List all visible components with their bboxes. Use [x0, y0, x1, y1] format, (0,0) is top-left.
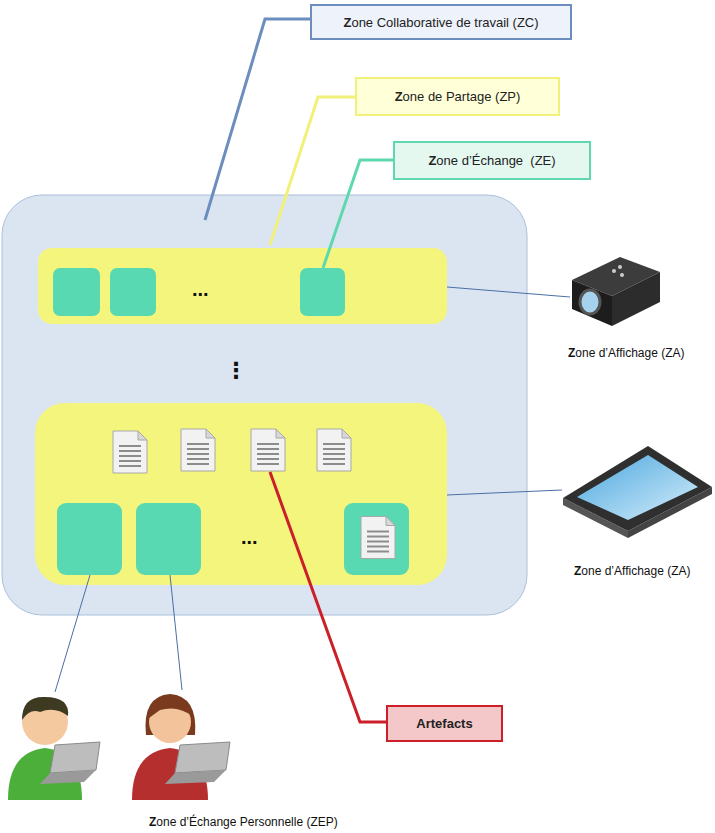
callout-text: Artefacts: [416, 716, 472, 731]
callout-box: Artefacts: [386, 705, 503, 742]
leader-line: [270, 472, 386, 722]
projector-button: [620, 273, 624, 277]
projector-icon: [612, 272, 660, 326]
laptop-icon: [175, 742, 230, 773]
ellipsis: ...: [192, 278, 209, 301]
laptop-icon: [40, 770, 96, 784]
exchange-zone: [136, 503, 201, 575]
callout-box: Zone de Partage (ZP): [355, 77, 560, 116]
exchange-zone: [110, 268, 156, 316]
display-zone-label: Zone d’Affichage (ZA): [568, 346, 685, 360]
document-icon: [251, 429, 285, 471]
display-link: [447, 490, 562, 495]
document-icon: [361, 517, 395, 559]
projector-button: [612, 269, 616, 273]
sharing-zone: [38, 248, 447, 324]
callout-text: Zone d’Échange (ZE): [428, 153, 555, 168]
tablet-screen: [577, 455, 698, 520]
callout-box: Zone Collaborative de travail (ZC): [310, 4, 572, 40]
document-icon: [113, 431, 147, 473]
laptop-icon: [50, 742, 100, 773]
person-hair: [22, 697, 68, 720]
document-icon: [181, 429, 215, 471]
exchange-zone: [57, 503, 122, 575]
projector-icon: [572, 280, 612, 326]
personal-zone-label: Zone d’Échange Personnelle (ZEP): [149, 815, 338, 829]
leader-line: [270, 97, 355, 245]
personal-link: [55, 575, 90, 692]
callout-text: Zone Collaborative de travail (ZC): [343, 15, 538, 30]
ellipsis: ⋮: [225, 358, 247, 384]
leader-line: [323, 160, 393, 268]
leader-line: [205, 19, 310, 220]
person-hair: [149, 698, 192, 718]
exchange-zone: [53, 268, 100, 316]
tablet-icon: [563, 446, 712, 531]
display-zone-label: Zone d’Affichage (ZA): [574, 564, 691, 578]
ellipsis: ...: [241, 526, 258, 549]
callout-text: Zone de Partage (ZP): [395, 89, 521, 104]
laptop-icon: [165, 770, 226, 784]
callout-box: Zone d’Échange (ZE): [393, 141, 591, 180]
sharing-zone: [35, 403, 447, 585]
projector-button: [618, 265, 622, 269]
exchange-zone: [344, 503, 409, 575]
projector-lens: [580, 290, 600, 314]
collaborative-zone: [2, 195, 527, 615]
display-link: [447, 287, 570, 297]
document-icon: [317, 429, 351, 471]
exchange-zone: [300, 268, 345, 316]
personal-link: [170, 575, 182, 690]
